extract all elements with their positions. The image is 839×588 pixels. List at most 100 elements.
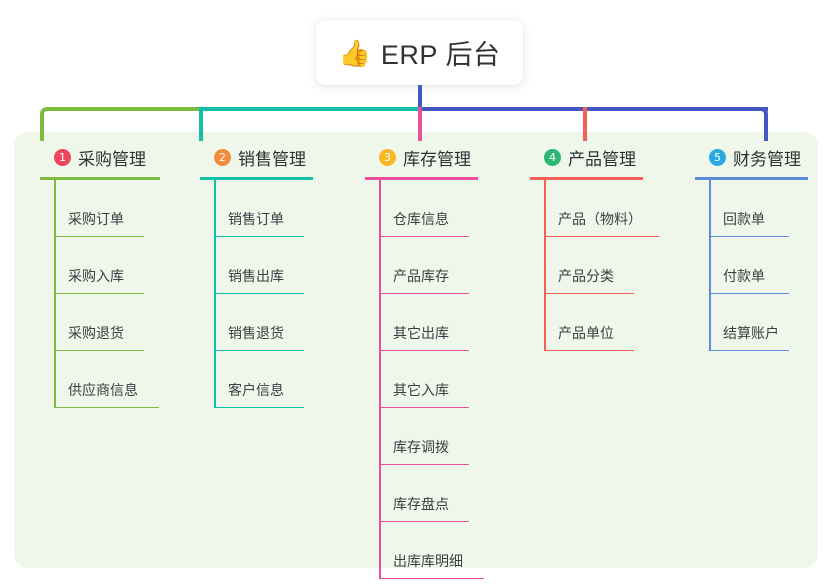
branch-item-label: 产品（物料）	[558, 211, 642, 227]
branch-item-rule	[544, 292, 634, 294]
branch-item[interactable]: 客户信息	[214, 351, 318, 408]
branch-item[interactable]: 结算账户	[709, 294, 813, 351]
branch-header-rule	[365, 177, 478, 180]
branch-item[interactable]: 产品库存	[379, 237, 483, 294]
branch-item-label: 其它入库	[393, 382, 449, 398]
bus-segment-green	[54, 107, 199, 111]
branch-item-rule	[214, 406, 304, 408]
branch-header-5[interactable]: 5 财务管理	[695, 144, 813, 170]
branch-item-label: 销售订单	[228, 211, 284, 227]
branch-item[interactable]: 供应商信息	[54, 351, 185, 408]
branch-item[interactable]: 其它入库	[379, 351, 483, 408]
bus-right-elbow	[754, 107, 768, 141]
branch-item-label: 供应商信息	[68, 382, 138, 398]
branch-number-badge: 5	[709, 148, 726, 166]
branch-item-label: 出库库明细	[393, 553, 463, 569]
branch-item-rule	[709, 349, 789, 351]
branch-spine	[54, 180, 56, 408]
branch-item-label: 采购入库	[68, 268, 124, 284]
branch-item-rule	[544, 349, 634, 351]
branch-item-rule	[379, 349, 469, 351]
branch-item-label: 产品库存	[393, 268, 449, 284]
branch-item-label: 销售退货	[228, 325, 284, 341]
branch-item-rule	[214, 235, 304, 237]
branch-item-label: 采购退货	[68, 325, 124, 341]
branch-item-rule	[379, 463, 469, 465]
branch-item[interactable]: 产品单位	[544, 294, 648, 351]
branch-item-list-1: 采购订单采购入库采购退货供应商信息	[40, 180, 185, 408]
bus-left-elbow	[40, 107, 54, 141]
branch-number-badge: 1	[54, 148, 71, 166]
branch-item[interactable]: 库存调拨	[379, 408, 483, 465]
branch-item-rule	[379, 235, 469, 237]
branch-item[interactable]: 产品分类	[544, 237, 648, 294]
branch-number-badge: 4	[544, 148, 561, 166]
branch-item-label: 其它出库	[393, 325, 449, 341]
branch-title: 财务管理	[733, 149, 801, 169]
branch-item-label: 客户信息	[228, 382, 284, 398]
branch-item-label: 库存调拨	[393, 439, 449, 455]
branch-number-badge: 2	[214, 148, 231, 166]
root-node-card[interactable]: 👍 ERP 后台	[316, 20, 523, 85]
branch-spine	[214, 180, 216, 408]
branch-number-badge: 3	[379, 148, 396, 166]
branch-item[interactable]: 库存盘点	[379, 465, 483, 522]
branch-column-3: 3 库存管理仓库信息产品库存其它出库其它入库库存调拨库存盘点出库库明细	[365, 144, 484, 579]
branch-item-label: 产品分类	[558, 268, 614, 284]
branch-item[interactable]: 付款单	[709, 237, 813, 294]
branch-item-label: 采购订单	[68, 211, 124, 227]
branch-header-rule	[695, 177, 808, 180]
root-node-title: ERP 后台	[380, 40, 501, 70]
branch-item-rule	[379, 292, 469, 294]
column-drop-connector-2	[199, 107, 203, 141]
branch-title: 销售管理	[238, 149, 306, 169]
branch-item[interactable]: 产品（物料）	[544, 180, 659, 237]
branch-item-label: 回款单	[723, 211, 765, 227]
branch-column-4: 4 产品管理产品（物料） 产品分类产品单位	[530, 144, 659, 351]
branch-item[interactable]: 回款单	[709, 180, 813, 237]
branch-header-4[interactable]: 4 产品管理	[530, 144, 648, 170]
branch-item-rule	[214, 349, 304, 351]
branch-spine	[544, 180, 546, 351]
branch-item-label: 产品单位	[558, 325, 614, 341]
bus-segment-teal	[199, 107, 418, 111]
branch-spine	[379, 180, 381, 579]
branch-item-list-4: 产品（物料） 产品分类产品单位	[530, 180, 659, 351]
branch-item-rule	[379, 520, 469, 522]
branch-item-rule	[379, 406, 469, 408]
branch-item[interactable]: 销售订单	[214, 180, 318, 237]
branch-title: 产品管理	[568, 149, 636, 169]
branch-header-2[interactable]: 2 销售管理	[200, 144, 318, 170]
branch-item[interactable]: 采购退货	[54, 294, 185, 351]
branch-item-label: 仓库信息	[393, 211, 449, 227]
branch-item-list-3: 仓库信息产品库存其它出库其它入库库存调拨库存盘点出库库明细	[365, 180, 484, 579]
bus-segment-blue	[418, 107, 768, 111]
branch-item[interactable]: 采购订单	[54, 180, 185, 237]
branch-item[interactable]: 仓库信息	[379, 180, 483, 237]
branch-item-rule	[379, 577, 484, 579]
branch-title: 采购管理	[78, 149, 146, 169]
thumbs-up-icon: 👍	[338, 37, 371, 68]
branch-item-rule	[54, 349, 144, 351]
branch-item-rule	[54, 406, 159, 408]
branch-header-rule	[530, 177, 643, 180]
branch-item-label: 付款单	[723, 268, 765, 284]
branch-item-rule	[709, 292, 789, 294]
root-trunk-connector	[418, 75, 422, 109]
branch-item[interactable]: 销售退货	[214, 294, 318, 351]
branch-item[interactable]: 出库库明细	[379, 522, 484, 579]
branch-header-1[interactable]: 1 采购管理	[40, 144, 185, 170]
branch-spine	[709, 180, 711, 351]
branch-title: 库存管理	[403, 149, 471, 169]
branch-item-list-5: 回款单付款单结算账户	[695, 180, 813, 351]
branch-header-3[interactable]: 3 库存管理	[365, 144, 483, 170]
branch-item-rule	[709, 235, 789, 237]
branch-item[interactable]: 采购入库	[54, 237, 185, 294]
branch-item-rule	[544, 235, 659, 237]
branch-item-label: 结算账户	[723, 325, 779, 341]
branch-item[interactable]: 其它出库	[379, 294, 483, 351]
branch-item-rule	[54, 292, 144, 294]
branch-item[interactable]: 销售出库	[214, 237, 318, 294]
branch-column-5: 5 财务管理回款单付款单结算账户	[695, 144, 813, 351]
